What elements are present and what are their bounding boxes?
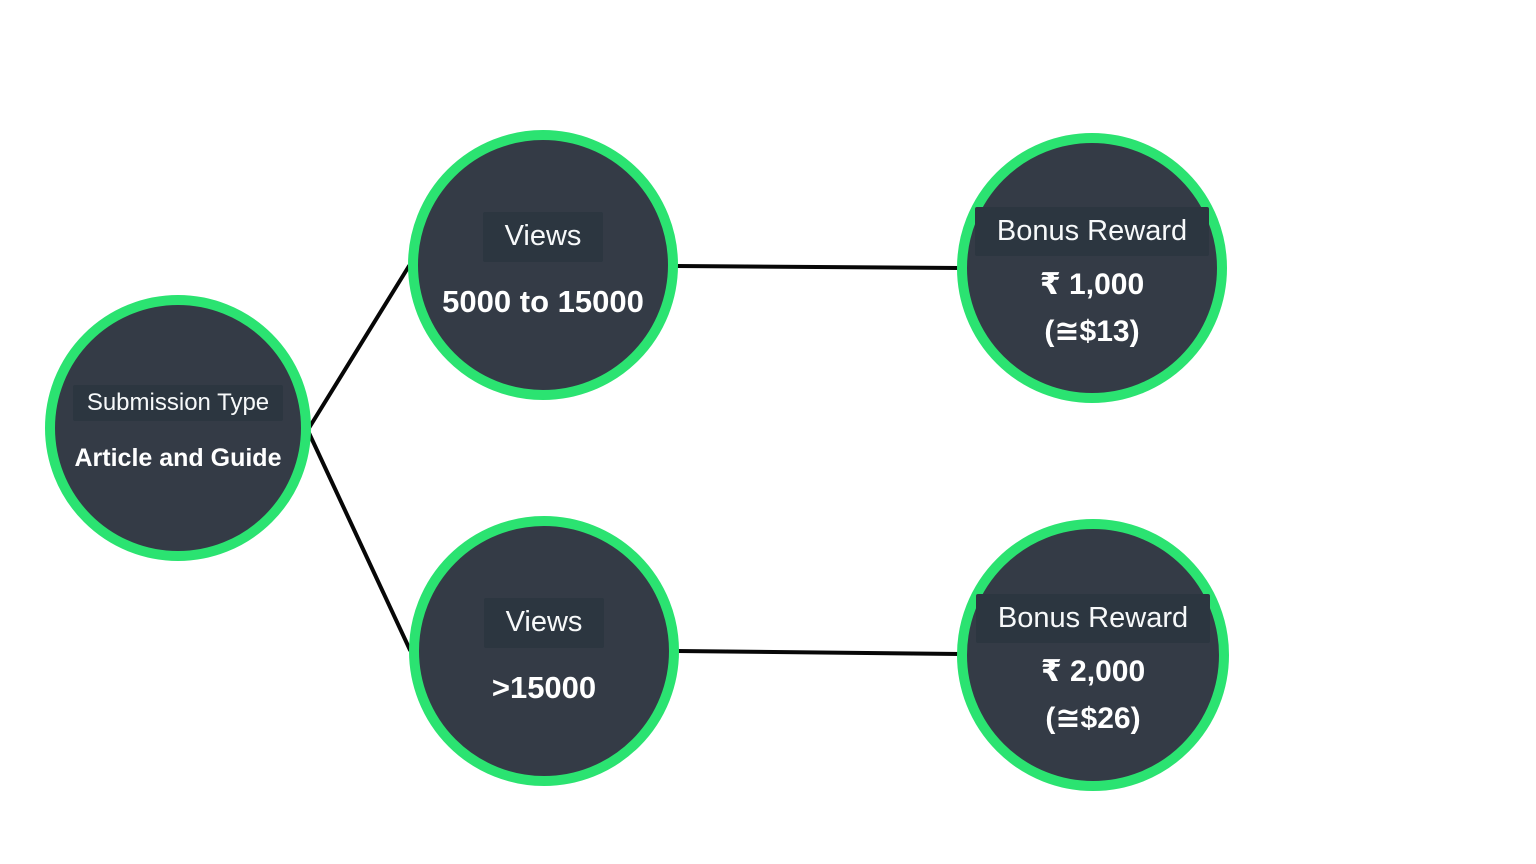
node-label-box: Views — [483, 597, 605, 648]
node-label-box: Submission Type — [72, 384, 284, 422]
node-bonus-reward-2000[interactable]: Bonus Reward ₹ 2,000 (≅$26) — [957, 519, 1229, 791]
node-label: Bonus Reward — [997, 601, 1189, 634]
node-submission-type[interactable]: Submission Type Article and Guide — [45, 295, 311, 561]
edge-views-over-15000-to-bonus-2000 — [675, 649, 962, 656]
node-views-5000-15000[interactable]: Views 5000 to 15000 — [408, 130, 678, 400]
edge-submission-to-views-5000-15000 — [307, 264, 411, 430]
node-label: Views — [504, 219, 582, 252]
node-label: Bonus Reward — [996, 214, 1188, 247]
node-value-usd: (≅$26) — [1045, 701, 1141, 735]
node-label: Views — [505, 605, 583, 638]
node-value: 5000 to 15000 — [442, 283, 644, 319]
node-value: Article and Guide — [74, 444, 282, 473]
node-value: >15000 — [491, 669, 597, 705]
node-value-amount: ₹ 1,000 — [1039, 268, 1145, 302]
node-label-box: Bonus Reward — [975, 593, 1211, 644]
node-label-box: Bonus Reward — [974, 206, 1210, 257]
edge-views-5000-15000-to-bonus-1000 — [674, 264, 962, 270]
node-label-box: Views — [482, 211, 604, 262]
node-value-amount: ₹ 2,000 — [1040, 655, 1146, 689]
node-label: Submission Type — [86, 388, 270, 416]
edge-submission-to-views-over-15000 — [307, 431, 412, 652]
node-bonus-reward-1000[interactable]: Bonus Reward ₹ 1,000 (≅$13) — [957, 133, 1227, 403]
node-value-usd: (≅$13) — [1044, 314, 1140, 348]
node-views-over-15000[interactable]: Views >15000 — [409, 516, 679, 786]
